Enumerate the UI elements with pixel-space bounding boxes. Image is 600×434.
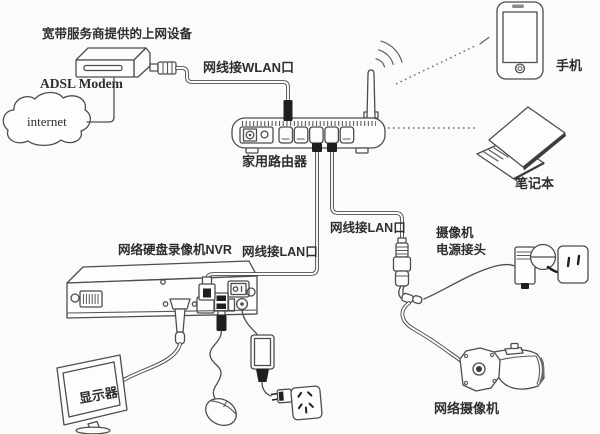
- wan-cable-label: 网线接WLAN口: [203, 60, 294, 75]
- camera-power-label-1: 摄像机: [436, 225, 474, 240]
- cloud-to-modem-line: [86, 77, 115, 123]
- lan-cable-camera-label: 网线接LAN口: [330, 220, 406, 235]
- nvr-label: 网络硬盘录像机NVR: [118, 242, 232, 257]
- lan-cable-nvr-label: 网线接LAN口: [242, 244, 318, 259]
- camera-power-wire: [423, 263, 516, 300]
- wireless-link-phone-end: [479, 36, 490, 45]
- isp-title-label: 宽带服务商提供的上网设备: [41, 26, 193, 41]
- wireless-link-phone: [395, 44, 478, 85]
- vga-plug: [174, 308, 186, 345]
- nvr-power-adapter: [250, 334, 275, 397]
- nvr-recorder: [66, 260, 258, 319]
- mouse: [205, 397, 237, 427]
- mouse-cable: [209, 330, 223, 401]
- power-switch: [227, 280, 250, 298]
- ip-camera: [459, 342, 545, 392]
- laptop-label: 笔记本: [515, 176, 554, 191]
- wall-outlet-nvr: [290, 385, 323, 421]
- usb-ports: [213, 292, 236, 312]
- nvr-power-plug: [270, 388, 293, 404]
- wan-plug: [283, 100, 293, 121]
- adsl-modem-label: ADSL Modem: [40, 76, 124, 91]
- internet-cloud: [2, 91, 91, 147]
- laptop: [476, 106, 566, 180]
- home-router: [231, 69, 386, 154]
- internet-label: internet: [27, 114, 67, 129]
- rj45-plug-nvr: [198, 276, 216, 301]
- usb-plug: [216, 310, 227, 331]
- wifi-waves: [375, 40, 403, 68]
- mobile-phone-label: 手机: [556, 58, 582, 73]
- home-router-label: 家用路由器: [242, 154, 308, 169]
- nvr-power-cable: [241, 309, 259, 337]
- mobile-phone: [496, 1, 544, 80]
- rj45-coupler-camera: [392, 237, 412, 287]
- camera-power-label-2: 电源接头: [436, 242, 487, 257]
- monitor: [56, 354, 128, 434]
- ip-camera-label: 网络摄像机: [434, 401, 499, 416]
- camera-power-adapter: [514, 243, 565, 289]
- monitor-label: 显示器: [78, 384, 120, 406]
- wall-outlet-camera: [557, 245, 589, 284]
- vga-port: [162, 298, 198, 310]
- adsl-modem: [75, 47, 177, 78]
